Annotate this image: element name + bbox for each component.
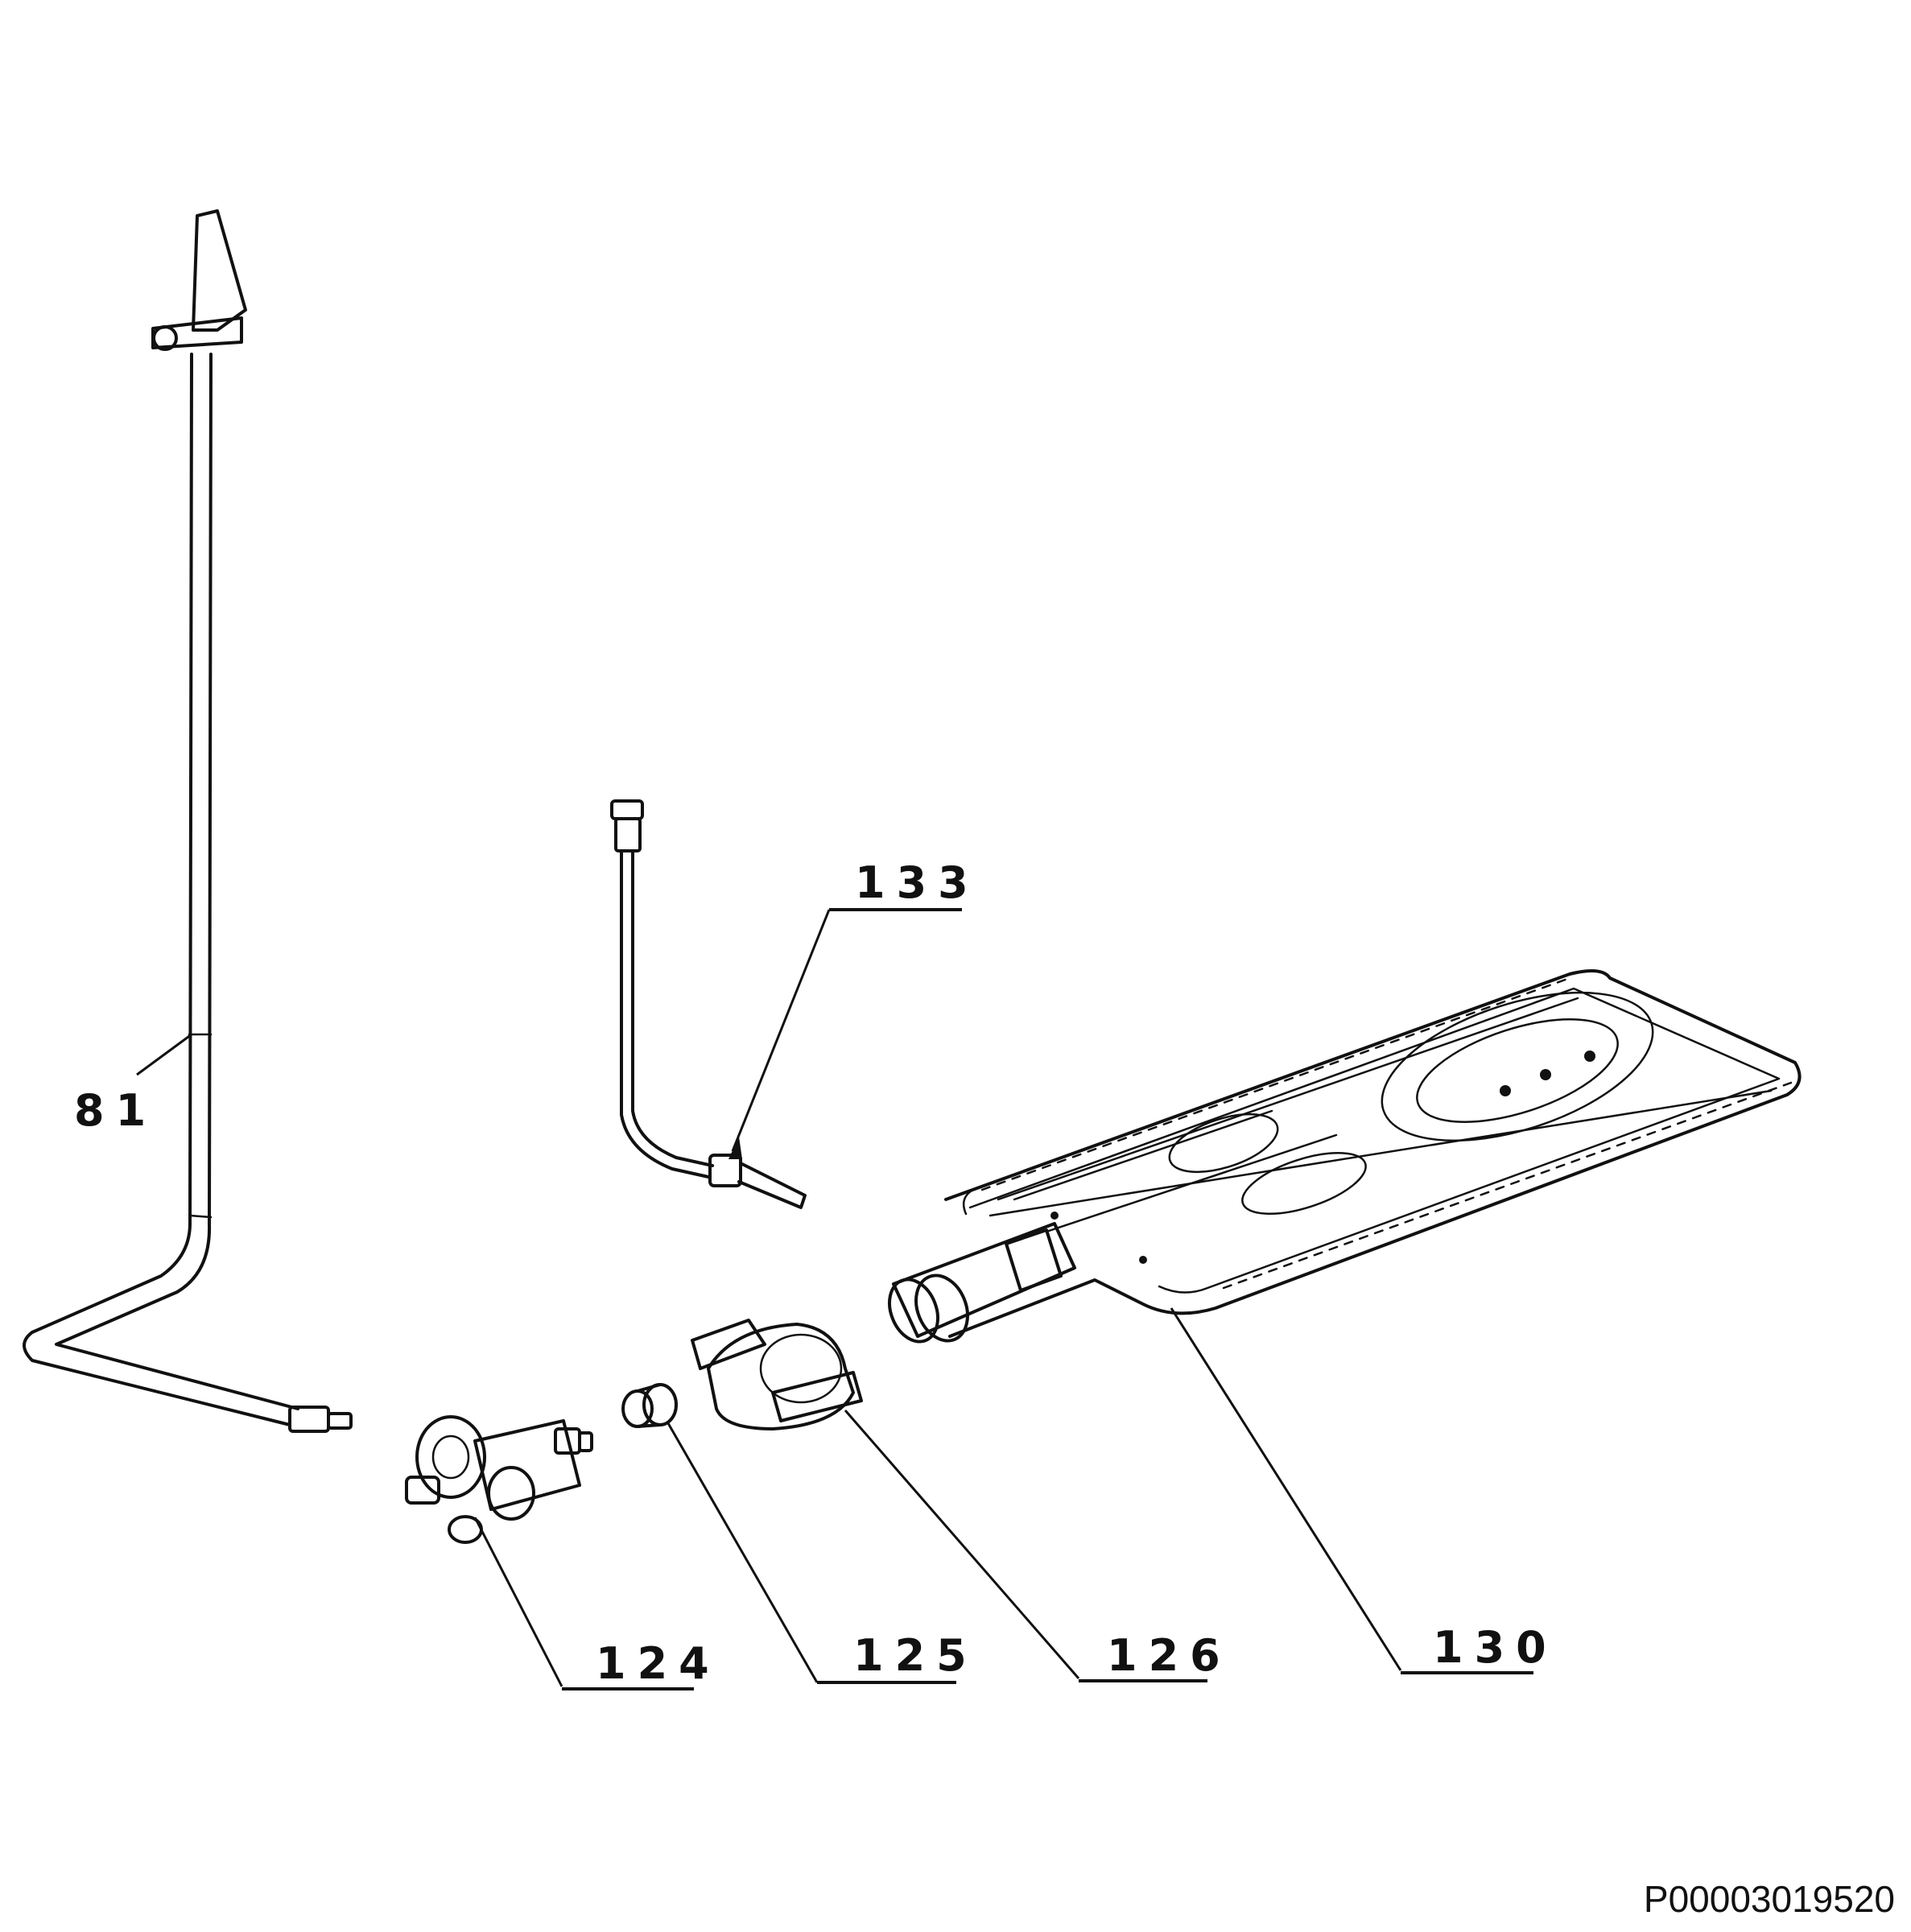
leader-133 [731,909,831,1152]
leader-126 [844,1410,1080,1679]
callout-124: 124 [596,1638,720,1689]
part-81-gas-pipe [23,209,353,1433]
part-126-clamp [691,1319,863,1430]
callout-126: 126 [1107,1630,1232,1681]
part-125-nozzle [621,1383,678,1428]
callout-125: 125 [853,1630,978,1681]
callout-underlines [562,908,1533,1690]
leader-81 [136,1033,192,1076]
part-133-thermocouple [610,799,807,1209]
callout-130: 130 [1433,1622,1558,1673]
leader-124 [473,1517,563,1687]
part-124-injector [405,1415,593,1544]
callout-81: 81 [74,1085,157,1136]
callout-133: 133 [855,857,980,908]
leader-125 [667,1422,819,1683]
leader-lines [136,909,1402,1687]
document-number: P00003019520 [1643,1878,1895,1920]
leader-130 [1170,1307,1402,1671]
part-130-burner [888,969,1802,1344]
